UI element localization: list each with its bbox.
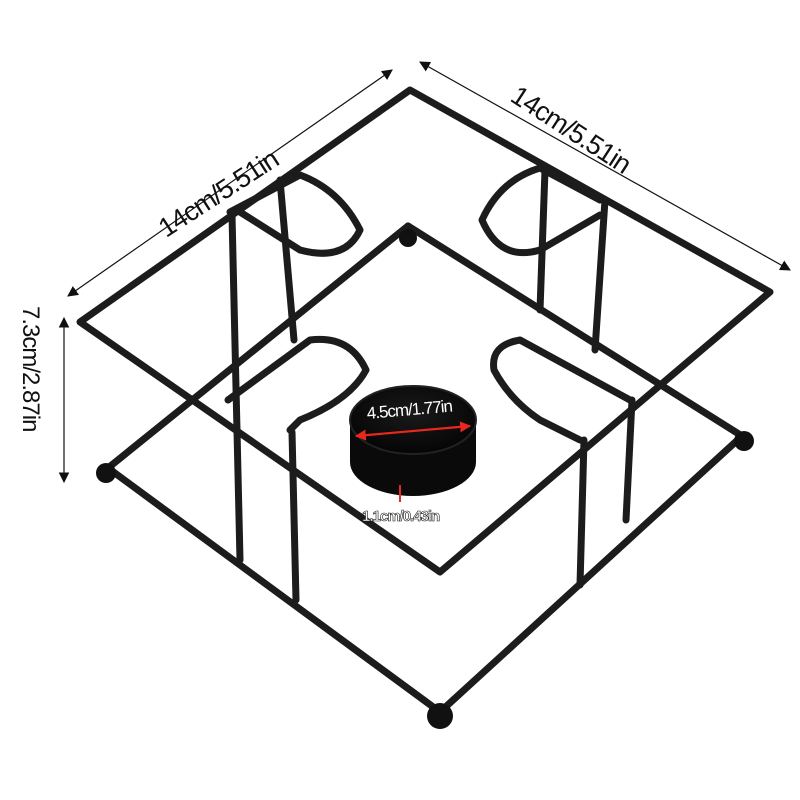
rack-feet (96, 229, 754, 729)
dimension-arrows (58, 61, 791, 484)
height-label: 7.3cm/2.87in (17, 306, 44, 432)
wire-frame (76, 86, 774, 716)
tray-depth-label: 1.1cm/0.43in (362, 508, 441, 526)
center-tray (349, 385, 477, 502)
